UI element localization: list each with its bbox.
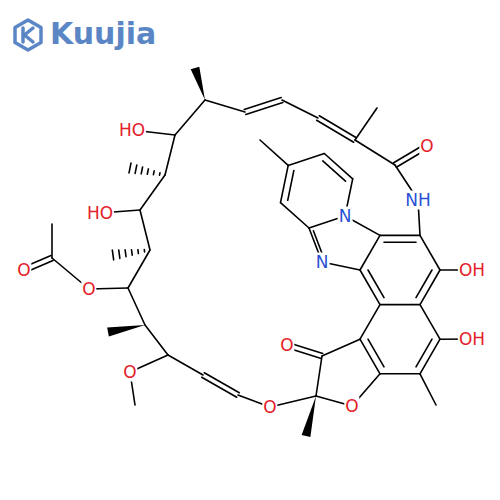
atom-label: O bbox=[16, 261, 31, 280]
bond-line bbox=[128, 250, 150, 288]
bond-line bbox=[175, 100, 205, 135]
atom-label: O bbox=[122, 363, 137, 382]
bond-line bbox=[131, 250, 133, 255]
bond-line bbox=[360, 235, 380, 270]
bond-line bbox=[360, 305, 380, 340]
bond-line bbox=[420, 270, 440, 305]
atom-label: O bbox=[81, 280, 96, 299]
bond-line bbox=[159, 173, 161, 175]
bond-line bbox=[368, 339, 384, 367]
bond-line bbox=[260, 140, 288, 165]
bond-line bbox=[355, 108, 377, 140]
bond-line bbox=[380, 304, 420, 306]
bond-line bbox=[288, 154, 324, 166]
bond-line bbox=[143, 250, 145, 252]
atom-label: O bbox=[344, 397, 359, 416]
bond-line bbox=[384, 242, 416, 244]
bond-line bbox=[145, 325, 168, 355]
atom-label: O bbox=[262, 398, 277, 417]
bond-line bbox=[319, 116, 356, 138]
bond-line bbox=[380, 235, 420, 237]
bond-line bbox=[380, 373, 420, 375]
wedge-bond bbox=[191, 67, 205, 100]
atom-label: O bbox=[279, 336, 294, 355]
atom-label: OH bbox=[458, 330, 486, 349]
logo-icon bbox=[15, 20, 41, 50]
atom-label: N bbox=[338, 207, 353, 226]
atom-label: O bbox=[419, 137, 434, 156]
bond-line bbox=[360, 270, 380, 305]
atom-label: OH bbox=[458, 261, 486, 280]
bond-line bbox=[165, 135, 175, 175]
bond-line bbox=[244, 98, 281, 110]
bond-line bbox=[119, 250, 120, 258]
bond-line bbox=[202, 377, 237, 397]
bond-line bbox=[420, 374, 436, 405]
bond-line bbox=[205, 100, 245, 112]
wedge-bond bbox=[302, 396, 316, 437]
bond-line bbox=[323, 161, 346, 181]
atom-label: HO bbox=[118, 121, 146, 140]
bond-line bbox=[416, 270, 432, 298]
bond-line bbox=[360, 339, 380, 374]
bond-line bbox=[141, 167, 142, 174]
bond-line bbox=[368, 270, 384, 298]
bond-line bbox=[416, 339, 432, 367]
bond-line bbox=[317, 120, 354, 142]
bond-line bbox=[281, 165, 289, 202]
bond-line bbox=[128, 288, 145, 325]
watermark-text: Kuujia bbox=[50, 19, 156, 49]
bond-group bbox=[23, 67, 472, 437]
bond-line bbox=[246, 102, 283, 114]
bond-line bbox=[420, 305, 440, 340]
atom-label: NH bbox=[404, 191, 432, 210]
bond-line bbox=[420, 235, 440, 270]
bond-line bbox=[135, 165, 137, 173]
bond-line bbox=[288, 170, 294, 200]
bond-line bbox=[316, 356, 322, 396]
bond-line bbox=[51, 224, 53, 258]
bond-line bbox=[140, 210, 150, 250]
bond-line bbox=[129, 163, 131, 173]
atom-label: N bbox=[315, 253, 330, 272]
bond-line bbox=[168, 355, 203, 375]
bond-line bbox=[124, 250, 127, 257]
bond-line bbox=[112, 250, 113, 260]
bond-line bbox=[322, 339, 360, 356]
atom-label: HO bbox=[86, 204, 114, 223]
bond-line bbox=[137, 250, 139, 254]
wedge-bond bbox=[107, 325, 145, 336]
bond-line bbox=[420, 339, 440, 374]
logo-hexagon bbox=[15, 20, 41, 50]
bond-line bbox=[153, 171, 155, 175]
bond-line bbox=[140, 175, 165, 210]
bond-line bbox=[281, 203, 310, 228]
bond-line bbox=[147, 169, 148, 174]
bond-line bbox=[355, 140, 395, 165]
bond-line bbox=[282, 100, 318, 118]
logo-glyph bbox=[23, 28, 33, 42]
bond-line bbox=[204, 373, 239, 393]
